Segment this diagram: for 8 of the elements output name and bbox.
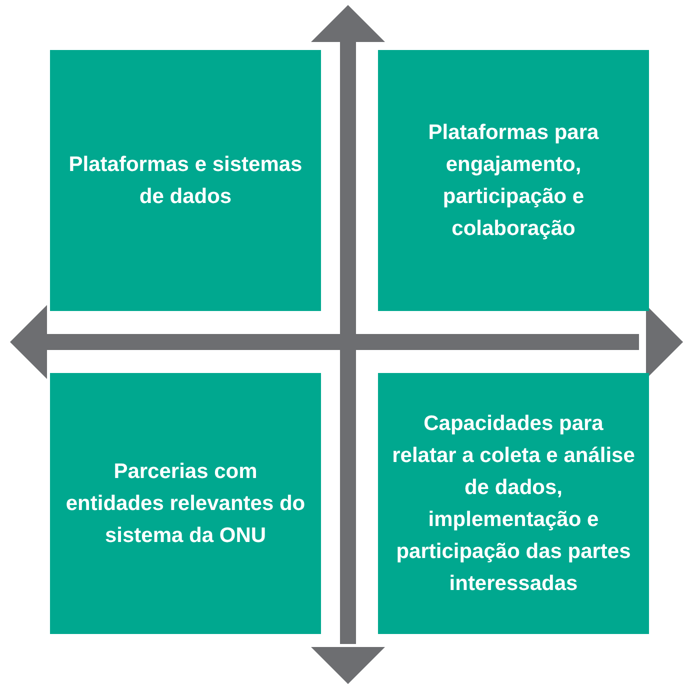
quadrant-text: Plataformas e sistemas de dados [68,152,304,210]
quadrant-text: Parcerias com entidades relevantes do sistema da ONU [64,458,306,548]
quadrant-box [50,50,321,311]
quadrant-box [50,373,321,634]
quadrant-text: Capacidades para relatar a coleta e análise de dados, implementação e participação das partes interessadas [391,410,636,596]
quadrant-box [378,373,649,634]
quadrant-box [378,50,649,311]
quadrant-text: Plataformas para engajamento, participação e colaboração [427,120,600,242]
